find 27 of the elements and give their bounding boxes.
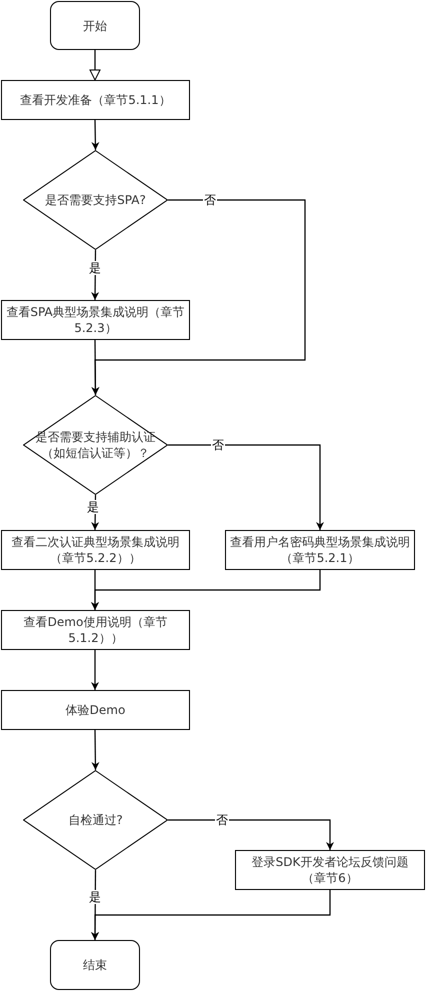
arrow [91,890,331,940]
edge-label: 是 [88,261,102,275]
terminal-box: 结束 [50,940,140,990]
process-box: 查看SPA典型场景集成说明（章节5.2.3） [1,300,190,340]
edge-label: 是 [86,500,100,514]
process-box: 体验Demo [1,690,190,730]
process-box: 查看开发准备（章节5.1.1） [1,80,190,120]
process-box: 查看用户名密码典型场景集成说明（章节5.2.1） [225,530,415,570]
edge-label: 否 [203,193,217,207]
process-box: 查看二次认证典型场景集成说明（章节5.2.2）） [1,530,190,570]
arrow [168,819,334,850]
arrow [91,120,100,150]
arrow [90,50,100,80]
edge-label: 否 [215,813,229,827]
process-box: 查看Demo使用说明（章节5.1.2）） [1,610,190,650]
edge-label: 是 [88,890,102,904]
decision-diamond: 自检通过? [23,770,168,870]
decision-diamond: 是否需要支持SPA? [23,150,168,250]
edge-label: 否 [211,438,225,452]
arrow [91,340,100,395]
decision-diamond: 是否需要支持辅助认证（如短信认证等）？ [23,395,168,495]
arrow [168,444,324,530]
process-box: 登录SDK开发者论坛反馈问题（章节6） [235,850,425,890]
arrow [91,650,99,690]
terminal-box: 开始 [50,1,140,50]
arrow [91,730,100,770]
arrow [91,570,321,610]
